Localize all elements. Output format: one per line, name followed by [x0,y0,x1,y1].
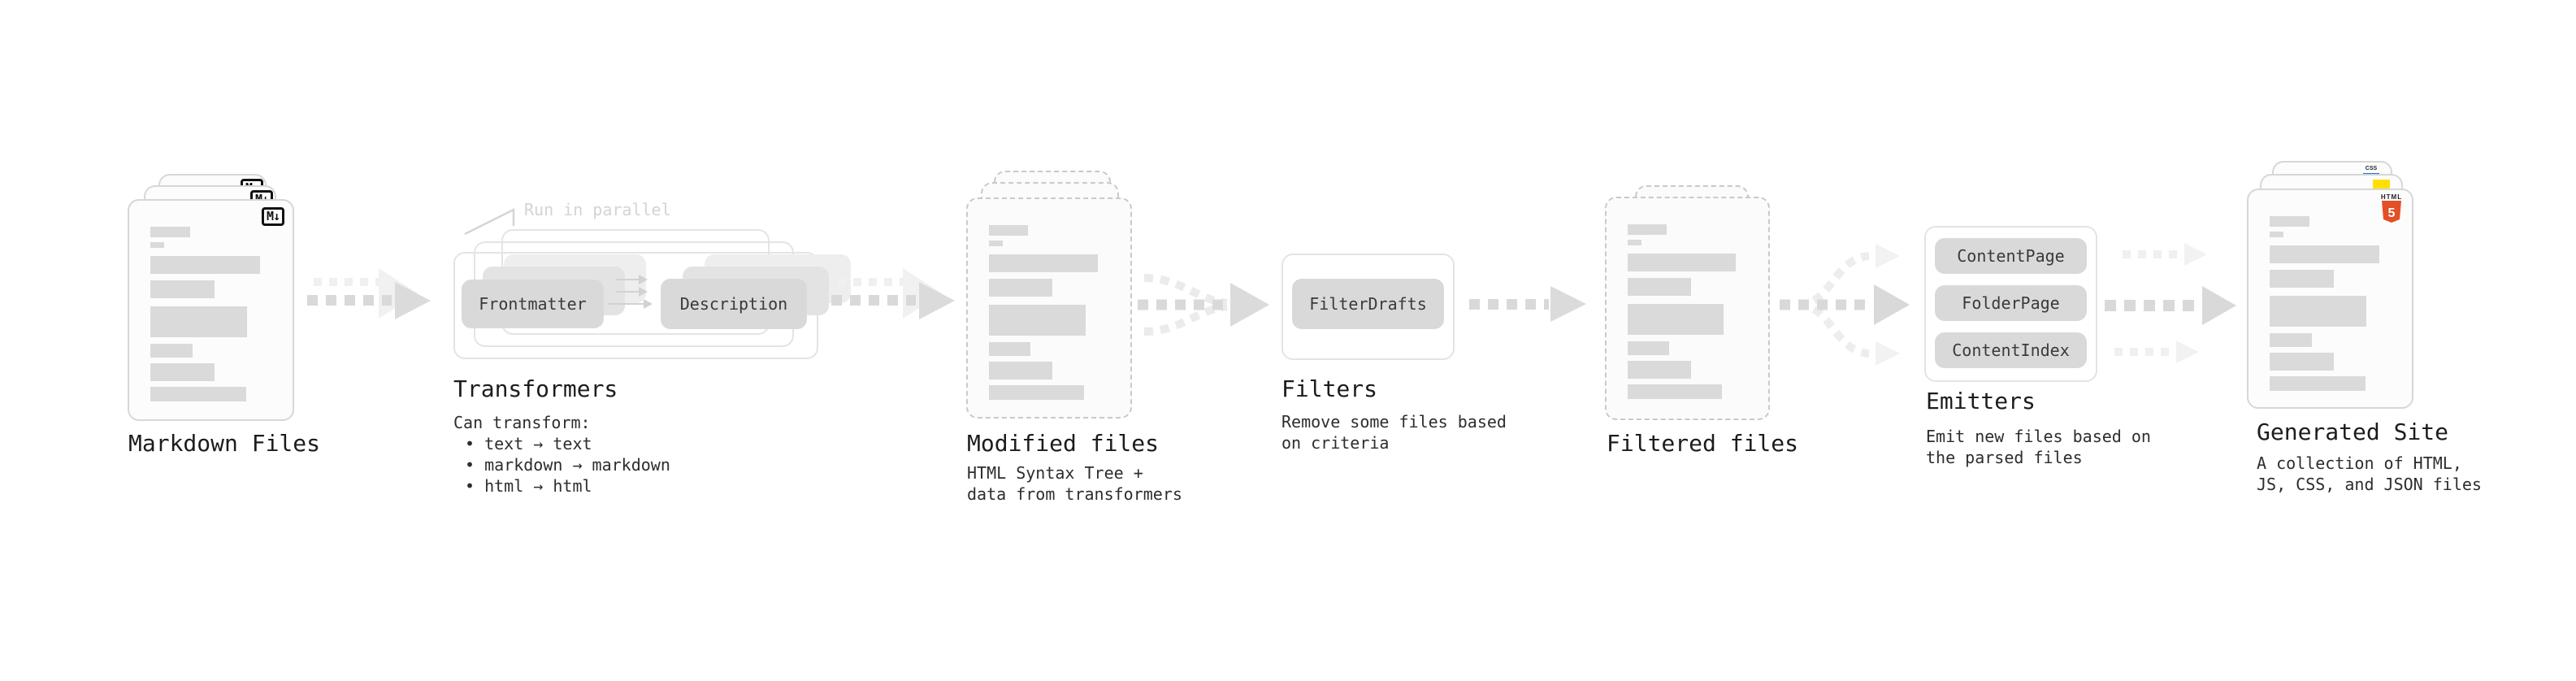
description-line: A collection of HTML, [2257,453,2462,473]
document-placeholder-lines [989,199,1116,417]
chip-arrow-icon [608,303,644,305]
description-line: HTML Syntax Tree + [967,463,1143,483]
description-line: data from transformers [967,484,1182,504]
chip-arrow-icon [616,279,639,280]
js-icon [2373,180,2390,189]
stage-label-transformers: Transformers [453,375,618,402]
markdown-file-front: M↓ [128,199,294,421]
description-line: Emit new files based on [1926,427,2151,446]
frontmatter-chip: Frontmatter [462,280,604,328]
arrow-emitters-to-site-bottom [2114,340,2204,363]
generated-site-description: A collection of HTML, JS, CSS, and JSON … [2257,453,2482,495]
modified-file-front [966,197,1132,419]
arrow-filtered-to-emitters [1780,244,1910,366]
arrow-emitters-to-site-top [2123,243,2212,266]
filterdrafts-chip: FilterDrafts [1292,279,1444,329]
annotation-run-in-parallel: Run in parallel [524,200,671,219]
html5-icon: HTML 5 [2380,193,2403,227]
filtered-file-front [1605,197,1770,420]
description-line: • markdown → markdown [465,455,670,475]
description-line: • html → html [465,476,592,496]
description-chip: Description [661,279,807,329]
document-placeholder-lines [2270,190,2397,407]
html5-shield: 5 [2382,201,2401,223]
arrow-transformers-to-modified [831,268,961,320]
stage-label-filtered-files: Filtered files [1607,430,1799,457]
contentpage-chip: ContentPage [1935,238,2087,274]
arrow-markdown-to-transformers [307,268,437,320]
contentindex-chip: ContentIndex [1935,332,2087,368]
arrow-modified-to-filters [1138,274,1269,336]
emitters-description: Emit new files based on the parsed files [1926,426,2151,468]
document-placeholder-lines [150,201,278,419]
annotation-callout-line [464,207,515,236]
arrow-emitters-to-site-middle [2105,286,2239,325]
stage-label-modified-files: Modified files [967,430,1160,457]
stage-label-emitters: Emitters [1926,388,2036,414]
description-line: Can transform: [453,413,591,432]
description-line: the parsed files [1926,448,2083,467]
description-line: • text → text [465,434,592,453]
arrow-filters-to-filtered [1469,286,1588,322]
transformers-description: Can transform: • text → text • markdown … [453,412,670,497]
document-placeholder-lines [1628,198,1754,419]
svg-text:5: 5 [2388,206,2396,220]
filters-description: Remove some files based on criteria [1281,411,1507,453]
markdown-icon: M↓ [261,207,284,226]
generated-file-html: HTML 5 [2247,189,2413,409]
description-line: JS, CSS, and JSON files [2257,475,2482,494]
folderpage-chip: FolderPage [1935,285,2087,321]
description-line: Remove some files based [1281,412,1507,432]
description-line: on criteria [1281,433,1390,453]
stage-label-filters: Filters [1281,375,1378,402]
html5-icon-label: HTML [2380,193,2403,201]
css-icon-label: CSS [2365,166,2378,171]
modified-files-description: HTML Syntax Tree + data from transformer… [967,462,1182,505]
stage-label-markdown-files: Markdown Files [128,430,321,457]
chip-arrow-icon [616,291,639,293]
stage-label-generated-site: Generated Site [2257,419,2449,445]
